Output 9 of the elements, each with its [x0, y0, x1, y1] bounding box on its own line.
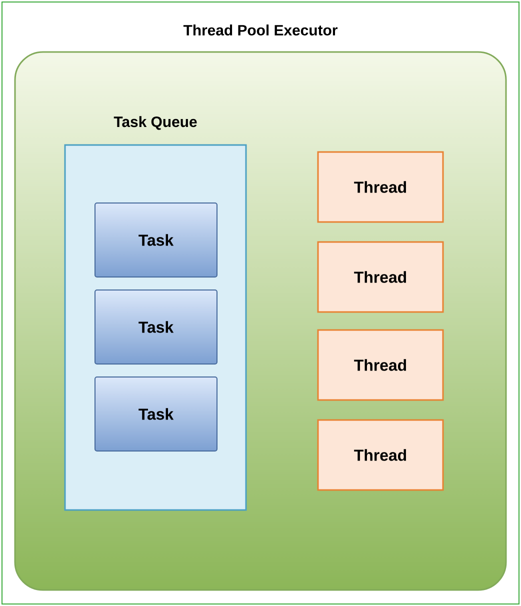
task-box: Task — [94, 202, 218, 278]
thread-box: Thread — [317, 419, 444, 491]
thread-box: Thread — [317, 241, 444, 313]
task-box: Task — [94, 290, 218, 364]
node-label: Thread Pool Executor — [183, 24, 338, 36]
node-label: Task Queue — [114, 116, 197, 130]
task-box: Task — [94, 376, 218, 452]
thread-box: Thread — [317, 329, 444, 401]
thread-box: Thread — [317, 151, 444, 223]
